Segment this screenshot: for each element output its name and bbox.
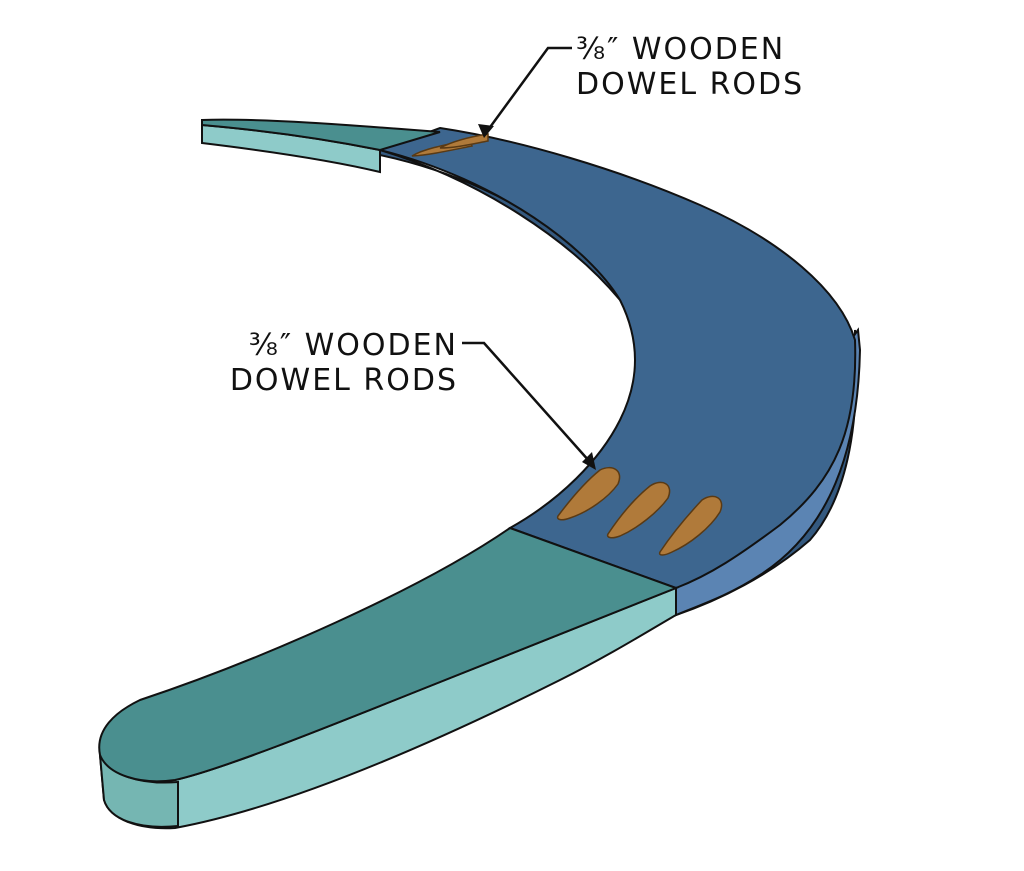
callout-label-line1: ⅜″ WOODEN (576, 32, 785, 67)
blue-section-top (376, 126, 857, 590)
dowel-rod (606, 481, 671, 539)
callout-label-line1: ⅜″ WOODEN (249, 328, 458, 363)
callout-middle: ⅜″ WOODEN DOWEL RODS (230, 328, 596, 470)
callout-top: ⅜″ WOODEN DOWEL RODS (478, 32, 804, 138)
dowel-rod (439, 133, 489, 149)
leader-line (486, 46, 572, 131)
dowel-rods-top (411, 133, 489, 157)
dowel-rod (658, 495, 723, 556)
dowel-rods-middle (556, 466, 723, 556)
callout-label-line2: DOWEL RODS (576, 67, 804, 102)
teal-bottom-arm-top (98, 526, 679, 783)
teal-top-arm-top (201, 118, 441, 152)
arrowhead (582, 452, 596, 470)
arrowhead (478, 124, 494, 138)
dowel-rod (556, 466, 621, 521)
leader-line (462, 341, 591, 463)
callout-label-line2: DOWEL RODS (230, 363, 458, 398)
